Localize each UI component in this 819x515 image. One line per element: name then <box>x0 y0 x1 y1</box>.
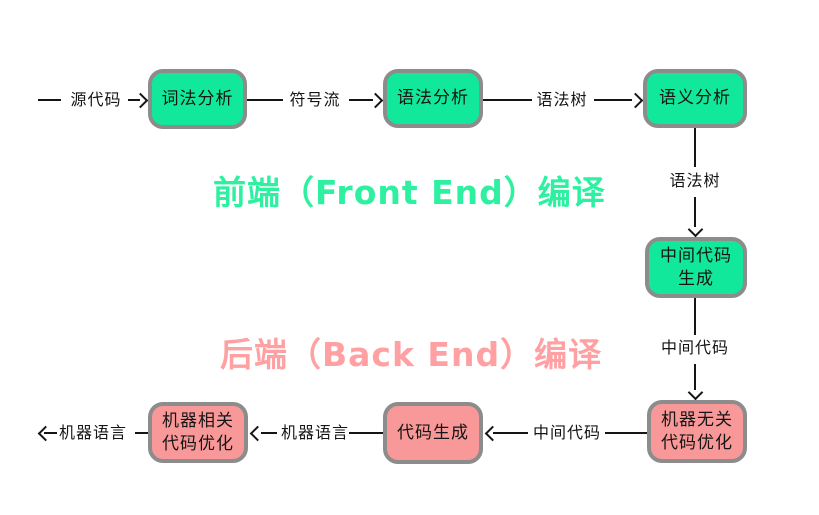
flow-node-machine-dependent-opt: 机器相关 代码优化 <box>148 402 248 463</box>
edge-line <box>594 99 632 101</box>
edge-line <box>694 364 696 390</box>
flow-node-code-generation: 代码生成 <box>383 402 483 464</box>
arrowhead-down-icon <box>687 384 704 401</box>
edge-label-syntax-tree-vertical: 语法树 <box>669 171 721 190</box>
flow-node-intermediate-code-gen: 中间代码 生成 <box>645 237 747 298</box>
flow-node-syntax-analysis: 语法分析 <box>383 69 483 128</box>
edge-line <box>493 432 528 434</box>
arrowhead-right-icon <box>132 92 149 109</box>
edge-line <box>135 432 148 434</box>
arrowhead-left-icon <box>484 425 501 442</box>
edge-label-syntax-tree-top: 语法树 <box>536 90 588 109</box>
edge-line <box>128 99 140 101</box>
edge-line <box>349 432 383 434</box>
edge-line <box>483 99 532 101</box>
edge-label-source-code: 源代码 <box>70 90 122 109</box>
edge-line <box>694 128 696 167</box>
edge-line <box>261 432 277 434</box>
edge-label-machine-language-mid: 机器语言 <box>280 423 349 442</box>
arrowhead-down-icon <box>687 221 704 238</box>
arrowhead-left-icon <box>37 425 54 442</box>
edge-label-intermediate-code-vertical: 中间代码 <box>660 338 729 357</box>
edge-line <box>694 298 696 335</box>
front-end-stage-title: 前端（Front End）编译 <box>213 173 606 212</box>
edge-line <box>605 432 647 434</box>
edge-label-machine-language-out: 机器语言 <box>58 423 127 442</box>
edge-label-intermediate-code-bottom: 中间代码 <box>532 423 601 442</box>
edge-line <box>349 99 373 101</box>
edge-line <box>38 99 61 101</box>
back-end-stage-title: 后端（Back End）编译 <box>220 335 603 374</box>
edge-line <box>694 197 696 227</box>
arrowhead-left-icon <box>249 425 266 442</box>
arrowhead-right-icon <box>627 92 644 109</box>
flow-node-lexical-analysis: 词法分析 <box>148 69 247 129</box>
edge-label-token-stream: 符号流 <box>289 90 341 109</box>
edge-line <box>44 432 57 434</box>
edge-line <box>247 99 283 101</box>
flow-node-machine-independent-opt: 机器无关 代码优化 <box>647 400 747 463</box>
flow-node-semantic-analysis: 语义分析 <box>643 69 747 128</box>
arrowhead-right-icon <box>367 92 384 109</box>
